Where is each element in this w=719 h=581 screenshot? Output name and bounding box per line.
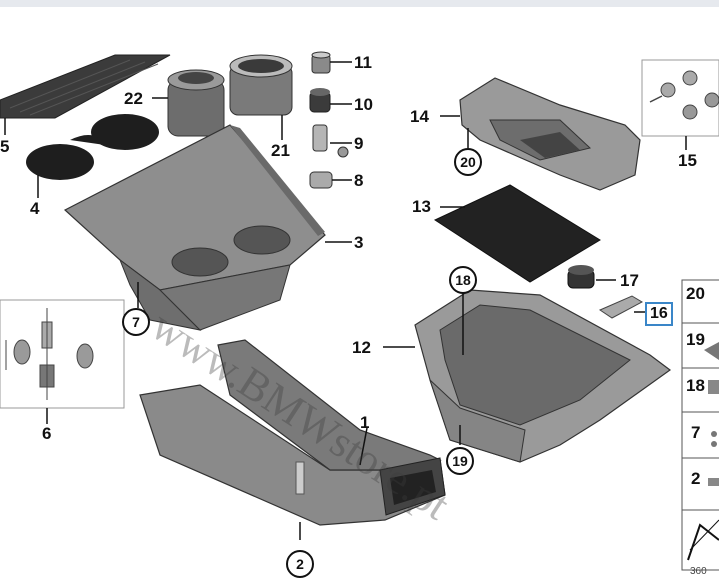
legend-2: 2: [691, 469, 701, 488]
label-20: 20: [454, 148, 482, 176]
label-10: 10: [354, 95, 373, 114]
part-15-inset: [641, 59, 719, 150]
legend-panel: [681, 279, 719, 571]
legend-19: 19: [686, 330, 705, 349]
label-5: 5: [0, 137, 10, 156]
part-16-latch: [598, 295, 646, 319]
part-21-cup-ring: [229, 54, 293, 140]
label-8: 8: [354, 171, 364, 190]
part-3-console-tray: [63, 124, 352, 331]
label-9: 9: [354, 134, 364, 153]
part-5-mat: [0, 54, 171, 135]
label-12: 12: [352, 338, 371, 357]
part-22-cup-insert: [152, 69, 225, 137]
label-19: 19: [446, 447, 474, 475]
label-13: 13: [412, 197, 431, 216]
part-17-knob: [567, 265, 616, 289]
part-14-holder: [440, 77, 641, 191]
label-11: 11: [354, 53, 372, 72]
label-3: 3: [354, 233, 364, 252]
label-16: 16: [645, 302, 673, 326]
diagram-code: 360: [690, 566, 707, 577]
label-15: 15: [678, 151, 697, 170]
label-14: 14: [410, 107, 429, 126]
label-22: 22: [124, 89, 143, 108]
legend-20: 20: [686, 284, 705, 303]
label-18: 18: [449, 266, 477, 294]
label-2: 2: [286, 550, 314, 578]
label-4: 4: [30, 199, 40, 218]
part-12-storage-box: [383, 289, 672, 463]
legend-18: 18: [686, 376, 705, 395]
label-1: 1: [360, 413, 370, 432]
part-13-mat: [433, 184, 601, 283]
label-7: 7: [122, 308, 150, 336]
label-17: 17: [620, 271, 639, 290]
label-21: 21: [271, 141, 290, 160]
part-1-air-duct: [139, 339, 446, 540]
top-bar: [0, 0, 719, 7]
parts-8-to-11: [309, 51, 352, 189]
legend-7: 7: [691, 423, 701, 442]
label-6: 6: [42, 424, 52, 443]
part-6-inset: [0, 299, 125, 424]
part-4-cup-mat: [26, 114, 159, 198]
